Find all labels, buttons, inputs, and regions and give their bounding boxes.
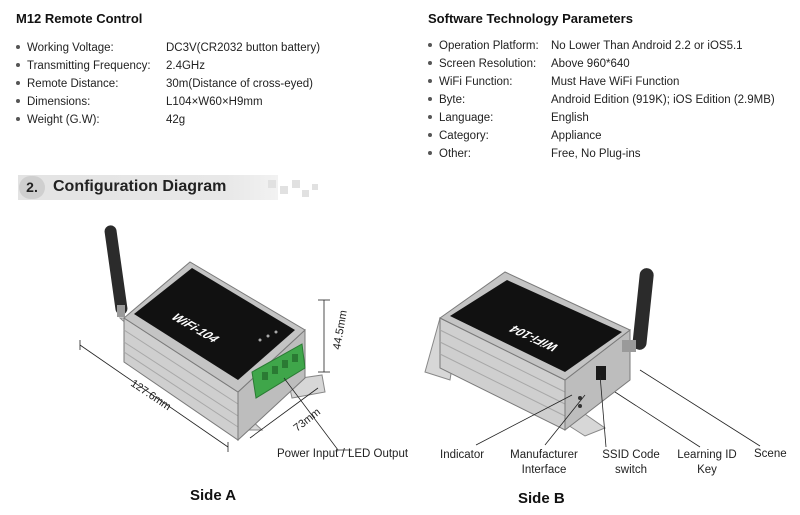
bullet-icon — [16, 63, 20, 67]
bullet-icon — [428, 79, 432, 83]
side-b-caption: Side B — [518, 490, 565, 507]
m12-spec-value: 2.4GHz — [166, 60, 205, 72]
section-number: 2. — [19, 176, 45, 199]
dimension-lines — [79, 299, 352, 452]
ssid-switch-label: SSID Code switch — [602, 449, 660, 476]
software-spec-row: WiFi Function: Must Have WiFi Function — [428, 73, 798, 91]
software-spec-value: Must Have WiFi Function — [551, 76, 680, 88]
learning-id-key-label: Learning ID Key — [677, 449, 737, 476]
section-title: Configuration Diagram — [53, 178, 227, 195]
device-side-a: WiFi-104 — [104, 225, 326, 442]
dim-width-label: 73mm — [291, 406, 322, 434]
software-spec-label: Operation Platform: — [439, 40, 539, 52]
software-spec-label: Byte: — [439, 94, 466, 106]
software-spec-row: Byte: Android Edition (919K); iOS Edition… — [428, 91, 798, 109]
bullet-icon — [428, 43, 432, 47]
bullet-icon — [428, 61, 432, 65]
bullet-icon — [16, 99, 20, 103]
software-spec-label: Language: — [439, 112, 494, 124]
software-spec-row: Operation Platform: No Lower Than Android… — [428, 37, 798, 55]
m12-title: M12 Remote Control — [16, 11, 143, 26]
bullet-icon — [428, 97, 432, 101]
m12-spec-row: Remote Distance: 30m(Distance of cross-ey… — [16, 75, 386, 93]
m12-spec-label: Dimensions: — [27, 96, 91, 108]
bullet-icon — [16, 117, 20, 121]
side-b-leaders — [475, 369, 761, 448]
power-output-label: Power Input / LED Output — [277, 448, 409, 460]
m12-spec-value: L104×W60×H9mm — [166, 96, 263, 108]
software-spec-value: Free, No Plug-ins — [551, 148, 641, 160]
manufacturer-interface-label: Manufacturer Interface — [510, 449, 578, 476]
software-spec-label: WiFi Function: — [439, 76, 513, 88]
m12-spec-row: Dimensions: L104×W60×H9mm — [16, 93, 386, 111]
software-spec-value: No Lower Than Android 2.2 or iOS5.1 — [551, 40, 743, 52]
bullet-icon — [428, 133, 432, 137]
m12-spec-value: DC3V(CR2032 button battery) — [166, 42, 321, 54]
dim-height-label: 44.5mm — [331, 309, 350, 350]
section-banner: 2. Configuration Diagram — [18, 175, 320, 200]
side-a-caption: Side A — [190, 487, 237, 504]
m12-spec-row: Weight (G.W): 42g — [16, 111, 386, 129]
software-spec-list: Operation Platform: No Lower Than Android… — [428, 37, 798, 163]
indicator-label: Indicator — [440, 449, 485, 461]
software-spec-value: Above 960*640 — [551, 58, 630, 70]
software-spec-label: Other: — [439, 148, 471, 160]
software-spec-value: English — [551, 112, 589, 124]
bullet-icon — [16, 81, 20, 85]
m12-spec-row: Working Voltage: DC3V(CR2032 button batte… — [16, 39, 386, 57]
software-spec-value: Appliance — [551, 130, 602, 142]
scene-label: Scene — [754, 448, 787, 460]
device-side-b: WiFi-104 — [424, 268, 654, 437]
m12-spec-list: Working Voltage: DC3V(CR2032 button batte… — [16, 39, 386, 129]
m12-spec-row: Transmitting Frequency: 2.4GHz — [16, 57, 386, 75]
software-spec-value: Android Edition (919K); iOS Edition (2.9… — [551, 94, 775, 106]
software-title: Software Technology Parameters — [428, 11, 633, 26]
software-spec-row: Other: Free, No Plug-ins — [428, 145, 798, 163]
m12-spec-label: Transmitting Frequency: — [27, 60, 151, 72]
m12-spec-label: Remote Distance: — [27, 78, 119, 90]
software-spec-row: Screen Resolution: Above 960*640 — [428, 55, 798, 73]
software-spec-row: Language: English — [428, 109, 798, 127]
m12-spec-label: Weight (G.W): — [27, 114, 100, 126]
software-spec-label: Category: — [439, 130, 489, 142]
bullet-icon — [16, 45, 20, 49]
software-spec-row: Category: Appliance — [428, 127, 798, 145]
bullet-icon — [428, 151, 432, 155]
m12-spec-value: 42g — [166, 114, 186, 126]
m12-spec-label: Working Voltage: — [27, 42, 114, 54]
software-spec-label: Screen Resolution: — [439, 58, 537, 70]
bullet-icon — [428, 115, 432, 119]
m12-spec-value: 30m(Distance of cross-eyed) — [166, 78, 313, 90]
